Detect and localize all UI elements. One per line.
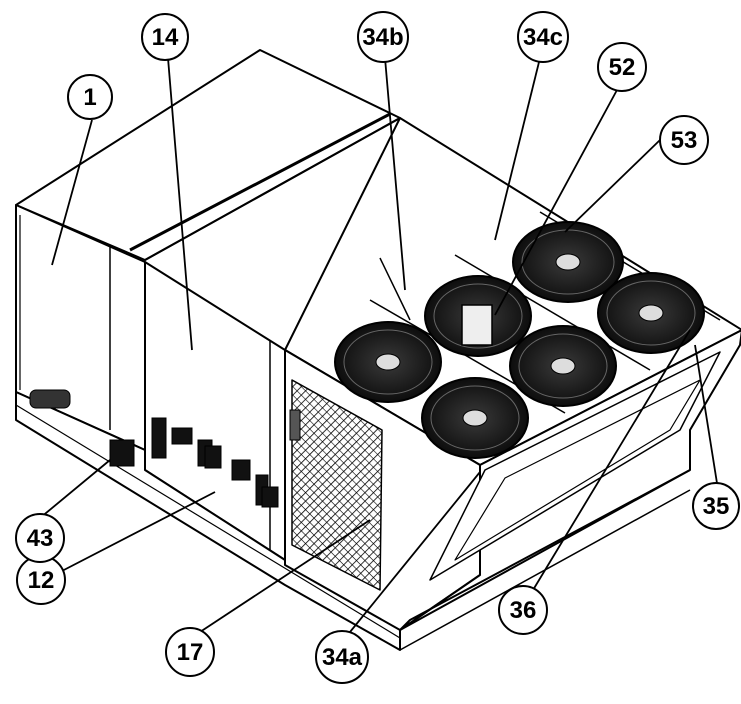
fan-middle-left [424,275,532,357]
fan-motor-bracket [461,304,493,346]
callout-34c: 34c [517,11,569,63]
callout-34b: 34b [357,11,409,63]
callout-label-1: 1 [83,84,96,111]
callout-label-17: 17 [177,639,204,666]
callout-label-36: 36 [510,597,537,624]
callout-label-14: 14 [152,24,179,51]
callout-34a: 34a [315,630,369,684]
callouts: 1 14 34b 34c 52 53 35 36 [15,11,740,684]
callout-label-34b: 34b [362,24,403,51]
callout-label-43: 43 [27,525,54,552]
callout-label-34c: 34c [523,24,563,51]
fan-front-right [421,377,529,459]
condenser-coil-mesh [291,379,383,591]
callout-14: 14 [141,13,189,61]
callout-label-52: 52 [609,54,636,81]
fan-middle-right [509,325,617,407]
fan-front-left [334,321,442,403]
callout-52: 52 [597,42,647,92]
callout-label-53: 53 [671,127,698,154]
control-cutouts [29,389,301,508]
callout-label-12: 12 [28,567,55,594]
callout-43: 43 [15,513,65,563]
callout-53: 53 [659,115,709,165]
callout-label-35: 35 [703,493,730,520]
leader-lines [39,57,721,633]
callout-label-34a: 34a [322,644,363,671]
fan-back-right [597,272,705,354]
condenser-fans [334,221,705,459]
callout-1: 1 [67,74,113,120]
callout-12: 12 [16,555,66,605]
callout-35: 35 [692,482,740,530]
callout-17: 17 [165,627,215,677]
callout-36: 36 [498,585,548,635]
fan-back-left [512,221,624,303]
